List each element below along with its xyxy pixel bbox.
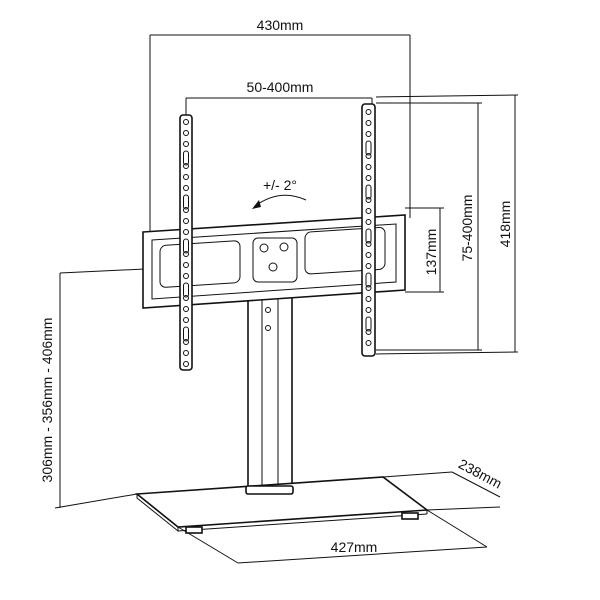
rail-hole — [365, 272, 372, 288]
rail-hole — [365, 131, 372, 137]
label-vesa-vertical: 75-400mm — [459, 195, 475, 262]
rail-hole — [365, 263, 372, 269]
rail-hole — [365, 219, 372, 225]
rail-hole — [365, 153, 372, 159]
rail-hole — [365, 316, 372, 332]
rail-hole — [183, 218, 189, 224]
rail-hole — [183, 185, 189, 191]
rail-hole — [365, 285, 372, 291]
rail-hole — [183, 238, 189, 254]
rail-hole — [183, 194, 189, 210]
rail-hole — [183, 251, 189, 257]
rail-hole — [183, 150, 189, 166]
rail-hole — [365, 228, 372, 244]
rail-hole — [365, 296, 372, 302]
rail-hole — [365, 208, 372, 214]
rail-hole — [183, 361, 189, 367]
rail-hole — [183, 295, 189, 301]
rail-hole — [365, 197, 372, 203]
rail-hole — [365, 109, 372, 115]
column — [247, 294, 293, 494]
rail-hole — [183, 174, 189, 180]
rail-hole — [365, 241, 372, 247]
rail-hole — [183, 350, 189, 356]
rail-hole — [183, 339, 189, 345]
rail-hole — [183, 119, 189, 125]
vertical-rails — [179, 103, 376, 371]
base-plate — [134, 476, 430, 534]
rail-hole — [183, 130, 189, 136]
label-base-width: 427mm — [331, 539, 378, 555]
rail-hole — [183, 207, 189, 213]
label-adjustable-height: 306mm - 356mm - 406mm — [39, 318, 55, 483]
rail-hole — [183, 163, 189, 169]
label-bracket-height: 137mm — [423, 229, 439, 276]
rail-hole — [183, 282, 189, 298]
label-vesa-horizontal: 50-400mm — [247, 79, 314, 95]
rail-hole — [365, 175, 372, 181]
rail-hole — [365, 184, 372, 200]
dimension-lines — [54, 34, 519, 564]
rail-hole — [365, 340, 372, 346]
rail-hole — [365, 329, 372, 335]
rail-hole — [365, 252, 372, 258]
rail-hole — [365, 140, 372, 156]
label-tilt: +/- 2° — [263, 177, 297, 193]
rail-hole — [365, 164, 372, 170]
bracket-plate — [142, 214, 406, 309]
tilt-arrow-icon — [254, 194, 307, 207]
label-mount-width: 430mm — [257, 17, 304, 33]
rail-hole — [183, 141, 189, 147]
rail-hole — [183, 229, 189, 235]
tilt-arrowhead-icon — [252, 200, 261, 209]
rail-hole — [183, 306, 189, 312]
rail-hole — [183, 273, 189, 279]
rail-hole — [365, 307, 372, 313]
label-rail-height: 418mm — [497, 201, 513, 248]
rail-hole — [183, 262, 189, 268]
rail-hole — [183, 326, 189, 342]
rail-hole — [183, 317, 189, 323]
rail-hole — [365, 120, 372, 126]
